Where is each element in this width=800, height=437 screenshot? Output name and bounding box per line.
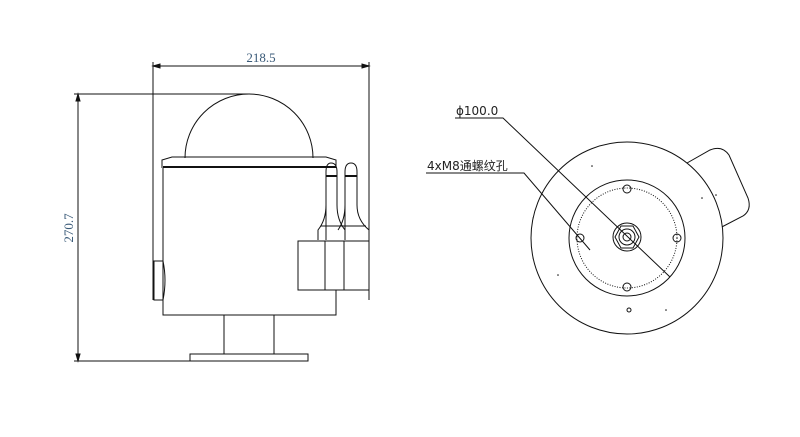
flange-circle: [568, 179, 686, 297]
front-view: 218.5 270.7: [61, 50, 371, 363]
antenna-left: [317, 162, 346, 240]
bolt-circle: [576, 187, 678, 289]
width-dimension-label: 218.5: [246, 50, 275, 65]
center-fitting: [612, 222, 642, 252]
base-plate: [189, 353, 309, 362]
outer-circle: [530, 141, 724, 335]
antenna-right: [337, 162, 370, 240]
width-dimension: 218.5: [151, 50, 371, 300]
side-tab: [153, 260, 166, 301]
lip: [161, 156, 337, 168]
height-dimension: 270.7: [61, 92, 250, 363]
diameter-label: ϕ100.0: [456, 104, 498, 118]
mounting-holes: [575, 184, 682, 292]
diameter-leader: ϕ100.0: [455, 104, 671, 278]
bottom-view: ϕ100.0 4xM8通螺纹孔: [426, 104, 750, 335]
dome: [184, 93, 314, 159]
handle: [679, 147, 750, 231]
holes-leader: 4xM8通螺纹孔: [426, 159, 591, 251]
connector-box: [297, 240, 370, 291]
small-dots: [557, 165, 717, 311]
stand-post: [223, 314, 275, 355]
holes-label: 4xM8通螺纹孔: [427, 159, 508, 173]
height-dimension-label: 270.7: [61, 213, 76, 243]
